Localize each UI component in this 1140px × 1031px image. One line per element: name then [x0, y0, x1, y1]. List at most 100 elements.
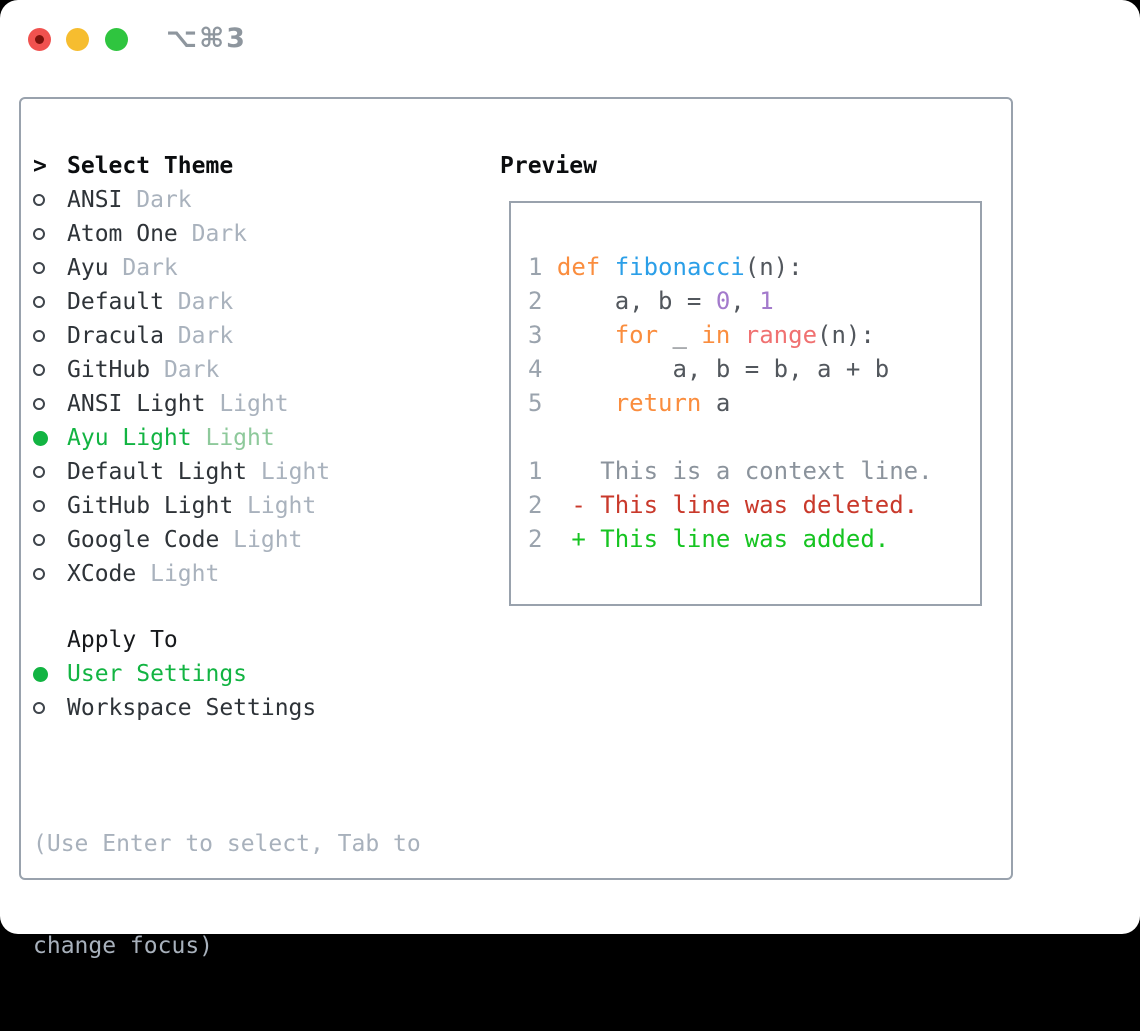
- preview-title: Preview: [500, 153, 597, 179]
- radio-icon: [33, 296, 67, 308]
- hint-line-2: change focus): [33, 933, 214, 959]
- theme-variant-tag: Dark: [136, 187, 192, 213]
- code-token-default: [730, 321, 744, 349]
- code-token-default: [557, 389, 615, 417]
- line-number: 2: [528, 491, 543, 519]
- radio-selected-icon: [33, 666, 67, 682]
- theme-name: XCode: [67, 561, 151, 587]
- theme-name: Default Light: [67, 459, 261, 485]
- code-line: 2 + This line was added.: [528, 522, 980, 556]
- code-token-number: 0: [715, 287, 731, 315]
- radio-icon: [33, 228, 67, 240]
- theme-variant-tag: Light: [233, 527, 303, 553]
- apply-option-user-settings[interactable]: User Settings: [33, 657, 421, 691]
- zoom-button[interactable]: [105, 28, 128, 51]
- code-token-keyword: return: [614, 389, 702, 417]
- code-token-default: [600, 253, 614, 281]
- theme-option-github-light[interactable]: GitHub Light Light: [33, 489, 421, 523]
- theme-name: Google Code: [67, 527, 234, 553]
- focus-arrow-icon: >: [33, 153, 47, 179]
- code-line: [528, 420, 980, 454]
- theme-option-atom-one[interactable]: Atom One Dark: [33, 217, 421, 251]
- minimize-button[interactable]: [66, 28, 89, 51]
- theme-option-default[interactable]: Default Dark: [33, 285, 421, 319]
- theme-name: ANSI: [67, 187, 137, 213]
- apply-option-workspace-settings[interactable]: Workspace Settings: [33, 691, 421, 725]
- code-token-context: This is a context line.: [556, 457, 933, 485]
- theme-variant-tag: Light: [219, 391, 289, 417]
- code-token-number: 1: [759, 287, 774, 315]
- theme-variant-tag: Dark: [122, 255, 178, 281]
- theme-option-default-light[interactable]: Default Light Light: [33, 455, 421, 489]
- theme-option-google-code[interactable]: Google Code Light: [33, 523, 421, 557]
- code-token-default: [557, 321, 615, 349]
- close-dot-icon: [35, 35, 44, 44]
- code-line: 2 - This line was deleted.: [528, 488, 980, 522]
- line-number: 1: [528, 253, 543, 281]
- radio-icon: [33, 500, 67, 512]
- code-token-default: _: [658, 321, 702, 349]
- radio-icon: [33, 568, 67, 580]
- radio-icon: [33, 330, 67, 342]
- theme-variant-tag: Dark: [163, 357, 220, 383]
- theme-option-dracula[interactable]: Dracula Dark: [33, 319, 421, 353]
- radio-icon: [33, 702, 67, 714]
- code-line: 1 def fibonacci(n):: [528, 250, 980, 284]
- line-number: 3: [528, 321, 543, 349]
- select-theme-label: Select Theme: [67, 153, 234, 179]
- theme-name: ANSI Light: [67, 391, 220, 417]
- line-number: 2: [528, 287, 543, 315]
- theme-name: GitHub: [67, 357, 164, 383]
- radio-icon: [33, 262, 67, 274]
- radio-selected-icon: [33, 430, 67, 446]
- radio-icon: [33, 364, 67, 376]
- theme-name: Ayu: [67, 255, 123, 281]
- titlebar: ⌥⌘3: [0, 0, 1140, 80]
- code-line: 2 a, b = 0, 1: [528, 284, 980, 318]
- theme-variant-tag: Light: [260, 459, 331, 485]
- line-number: 5: [528, 389, 543, 417]
- apply-option-label: User Settings: [67, 661, 248, 687]
- theme-option-ansi[interactable]: ANSI Dark: [33, 183, 421, 217]
- theme-variant-tag: Light: [150, 561, 220, 587]
- radio-icon: [33, 466, 67, 478]
- theme-name: GitHub Light: [67, 493, 248, 519]
- line-number: 1: [528, 457, 543, 485]
- code-token-default: a: [701, 389, 731, 417]
- code-token-default: (n):: [744, 253, 803, 281]
- apply-option-label: Workspace Settings: [67, 695, 317, 721]
- line-number: 4: [528, 355, 543, 383]
- theme-name: Default: [67, 289, 178, 315]
- code-token-keyword: def: [556, 253, 601, 281]
- theme-option-github[interactable]: GitHub Dark: [33, 353, 421, 387]
- code-token-default: a, b = b, a + b: [556, 355, 890, 383]
- code-token-default: ,: [730, 287, 760, 315]
- code-line: 1 This is a context line.: [528, 454, 980, 488]
- theme-option-ayu[interactable]: Ayu Dark: [33, 251, 421, 285]
- theme-option-ayu-light[interactable]: Ayu Light Light: [33, 421, 421, 455]
- theme-variant-tag: Light: [247, 493, 317, 519]
- theme-variant-tag: Dark: [191, 221, 248, 247]
- code-token-keyword: for: [614, 321, 659, 349]
- code-line: 5 return a: [528, 386, 980, 420]
- close-button[interactable]: [28, 28, 51, 51]
- apply-to-label: Apply To: [67, 627, 178, 653]
- select-theme-header: > Select Theme: [33, 149, 421, 183]
- radio-icon: [33, 398, 67, 410]
- code-line: 4 a, b = b, a + b: [528, 352, 980, 386]
- theme-option-ansi-light[interactable]: ANSI Light Light: [33, 387, 421, 421]
- apply-to-header: Apply To: [33, 623, 421, 657]
- code-token-builtin: range: [744, 321, 818, 349]
- window-title-shortcut: ⌥⌘3: [166, 23, 247, 54]
- code-line: 3 for _ in range(n):: [528, 318, 980, 352]
- theme-option-xcode[interactable]: XCode Light: [33, 557, 421, 591]
- code-token-function: fibonacci: [614, 253, 745, 281]
- theme-variant-tag: Dark: [177, 323, 234, 349]
